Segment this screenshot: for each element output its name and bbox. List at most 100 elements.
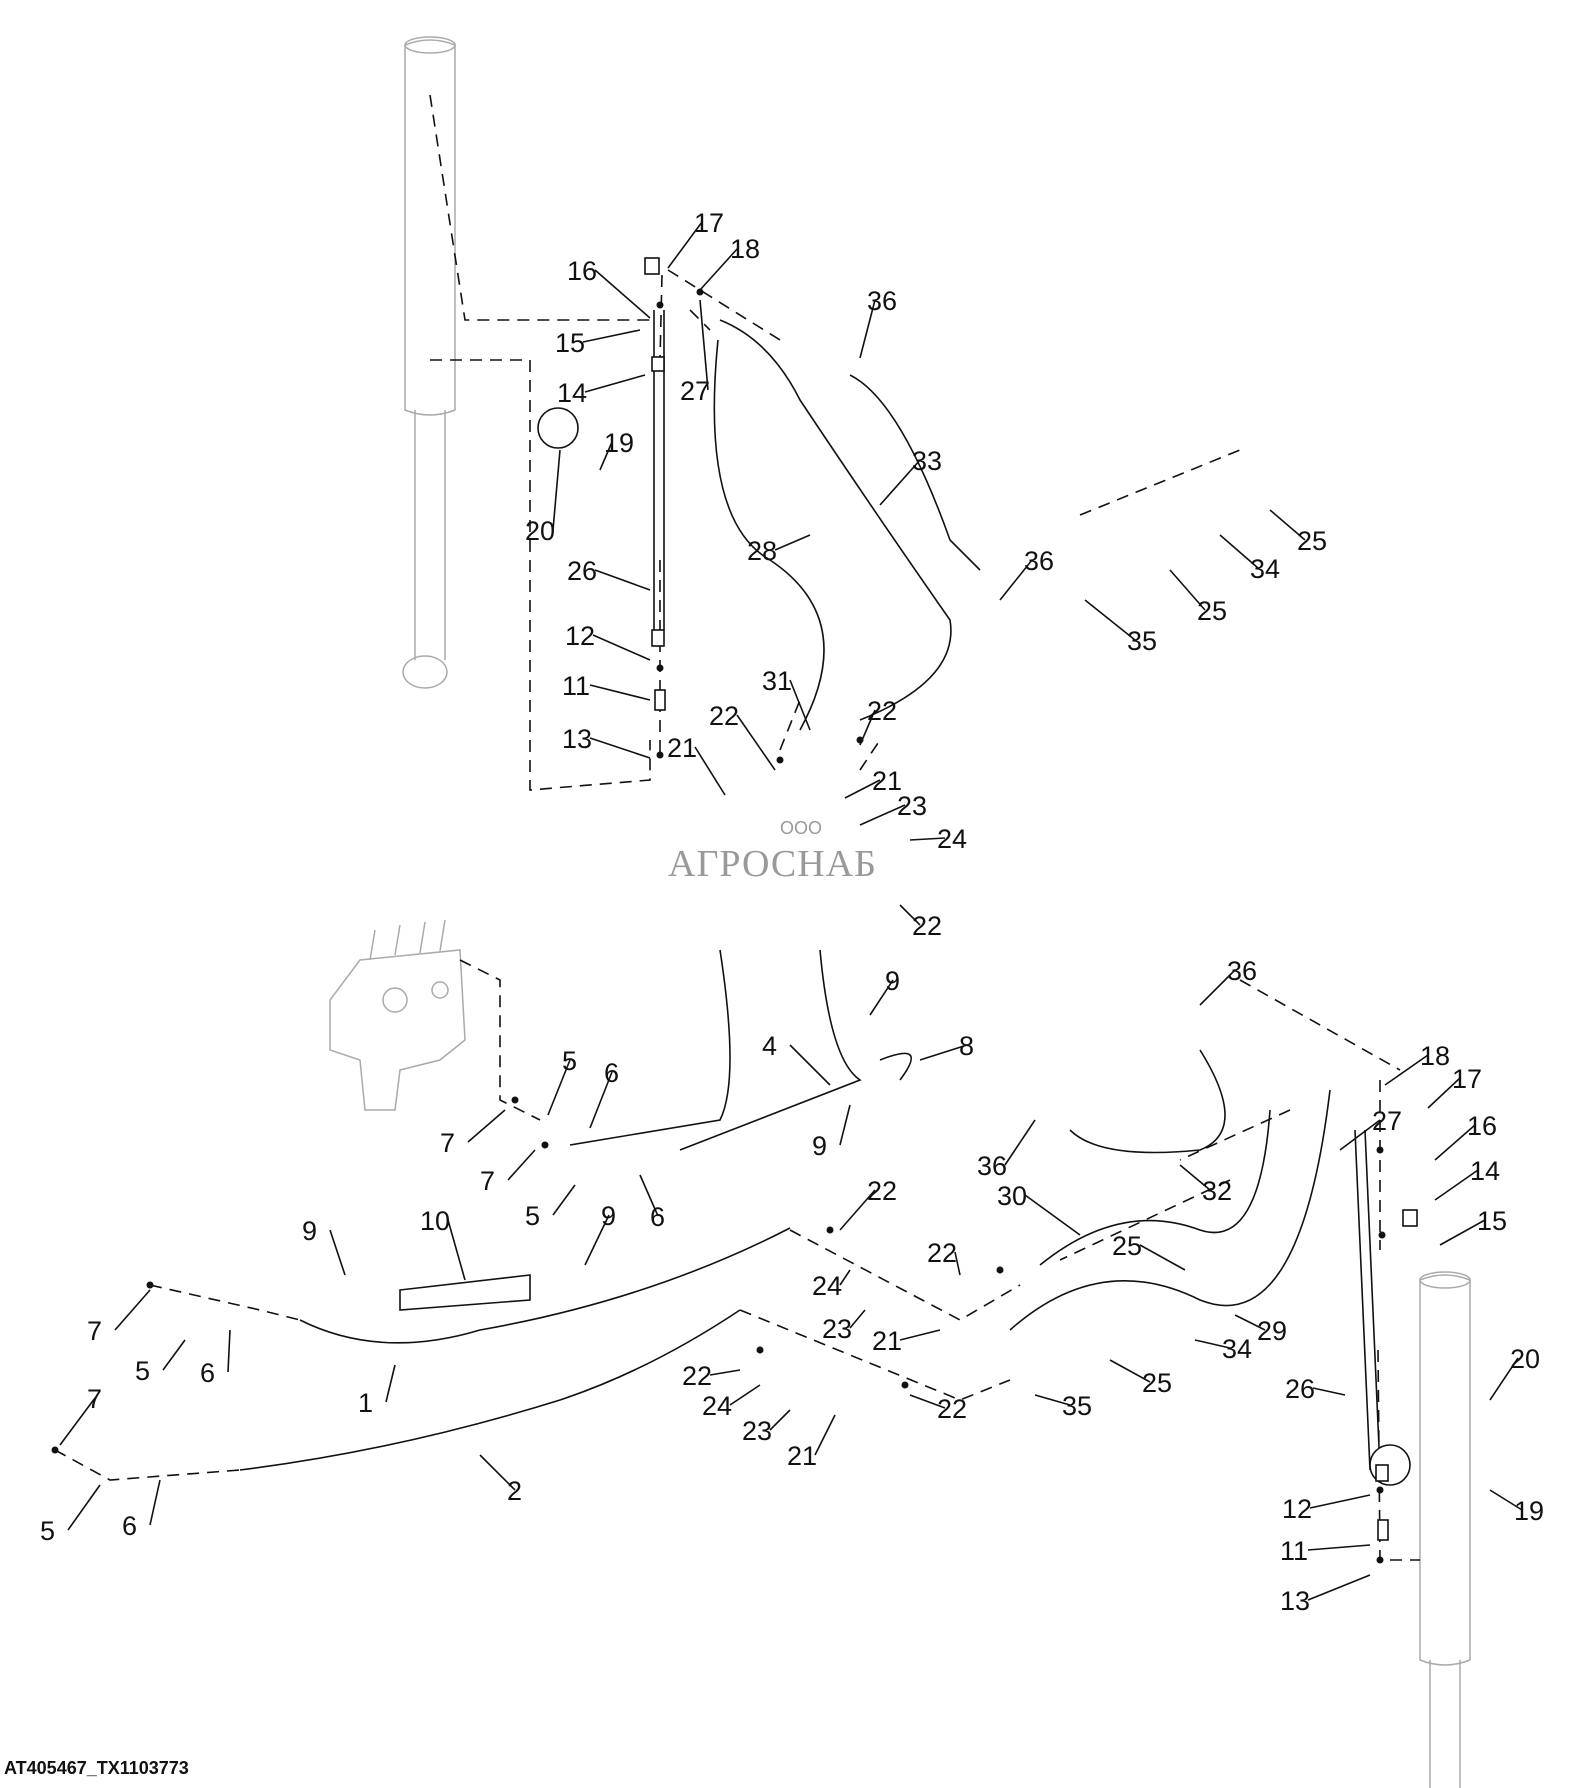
leader-line	[859, 709, 876, 746]
callout-26: 26	[567, 556, 651, 591]
callout-number: 19	[1514, 1496, 1544, 1526]
callout-21: 21	[787, 1414, 836, 1471]
callout-number: 16	[567, 256, 597, 286]
leader-line	[859, 804, 906, 826]
callout-6: 6	[589, 1058, 619, 1129]
callout-5: 5	[135, 1339, 186, 1386]
callout-20: 20	[525, 449, 561, 546]
callout-number: 16	[1467, 1111, 1497, 1141]
leader-line	[227, 1329, 231, 1373]
callout-number: 4	[762, 1031, 777, 1061]
callout-10: 10	[420, 1206, 466, 1281]
callout-35: 35	[1034, 1391, 1092, 1421]
hose-2	[239, 1309, 741, 1471]
callout-5: 5	[525, 1184, 576, 1231]
leader-line	[869, 979, 894, 1016]
callout-22: 22	[909, 1394, 967, 1424]
callout-16: 16	[1434, 1111, 1497, 1161]
leader-line	[789, 1044, 831, 1086]
callout-22: 22	[839, 1176, 897, 1231]
callout-number: 27	[680, 376, 710, 406]
callout-24: 24	[909, 824, 967, 854]
callout-number: 27	[1372, 1106, 1402, 1136]
callout-7: 7	[87, 1289, 151, 1346]
leader-line	[582, 329, 641, 343]
callout-number: 9	[885, 966, 900, 996]
callout-number: 25	[1142, 1368, 1172, 1398]
callout-number: 14	[557, 378, 587, 408]
callout-number: 21	[872, 1326, 902, 1356]
callout-9: 9	[302, 1216, 346, 1276]
hose-8	[879, 1052, 912, 1081]
assembly-paths	[54, 94, 1420, 1561]
callout-number: 36	[977, 1151, 1007, 1181]
leader-line	[909, 837, 946, 841]
left-hydraulic-cylinder	[402, 36, 456, 689]
callout-13: 13	[562, 724, 651, 759]
leader-line	[1384, 1054, 1429, 1086]
callout-number: 22	[912, 911, 942, 941]
callout-number: 6	[122, 1511, 137, 1541]
leader-line	[1034, 1394, 1071, 1406]
callout-number: 24	[702, 1391, 732, 1421]
leader-line	[589, 737, 651, 759]
callout-number: 31	[762, 666, 792, 696]
callout-number: 15	[555, 328, 585, 358]
callout-15: 15	[555, 328, 641, 358]
callout-33: 33	[879, 446, 942, 506]
callout-14: 14	[1434, 1156, 1500, 1201]
callout-9: 9	[584, 1201, 616, 1266]
leader-line	[769, 1409, 791, 1431]
hose-33	[849, 374, 981, 571]
leader-line	[592, 634, 651, 661]
callout-number: 7	[87, 1316, 102, 1346]
callout-32: 32	[1179, 1164, 1232, 1206]
callout-5: 5	[40, 1484, 101, 1546]
callout-number: 11	[1280, 1536, 1308, 1566]
callout-number: 2	[507, 1476, 522, 1506]
control-valve	[329, 919, 466, 1111]
callout-12: 12	[1282, 1494, 1371, 1524]
callout-number: 29	[1257, 1316, 1287, 1346]
callout-1: 1	[358, 1364, 396, 1418]
leader-line	[149, 1479, 161, 1526]
callout-26: 26	[1285, 1374, 1346, 1404]
callout-9: 9	[869, 966, 900, 1016]
hose-4	[569, 949, 731, 1146]
callout-number: 9	[601, 1201, 616, 1231]
leader-line	[552, 1184, 576, 1216]
hose-1	[299, 1227, 791, 1344]
leader-line	[1169, 569, 1206, 611]
leader-line	[1427, 1077, 1461, 1109]
leader-line	[162, 1339, 186, 1371]
callout-22: 22	[859, 696, 897, 746]
callout-11: 11	[1280, 1536, 1371, 1566]
callout-36: 36	[977, 1119, 1036, 1181]
callout-25: 25	[1169, 569, 1227, 626]
leader-line	[859, 299, 876, 359]
callout-number: 34	[1250, 554, 1280, 584]
callout-number: 6	[650, 1202, 665, 1232]
leader-line	[879, 459, 921, 506]
callout-number: 14	[1470, 1156, 1500, 1186]
leader-line	[839, 1104, 851, 1146]
callout-number: 6	[200, 1358, 215, 1388]
callout-16: 16	[567, 256, 651, 319]
callout-number: 5	[562, 1046, 577, 1076]
leader-line	[507, 1149, 536, 1181]
callout-number: 15	[1477, 1206, 1507, 1236]
leader-line	[736, 714, 776, 771]
callout-6: 6	[122, 1479, 161, 1541]
callout-34: 34	[1219, 534, 1280, 584]
callout-number: 22	[709, 701, 739, 731]
callout-number: 11	[562, 671, 590, 701]
callout-25: 25	[1269, 509, 1327, 556]
callout-number: 36	[1024, 546, 1054, 576]
leader-line	[774, 534, 811, 551]
leader-line	[639, 1174, 659, 1217]
leader-line	[329, 1229, 346, 1276]
callout-number: 5	[40, 1516, 55, 1546]
callout-number: 10	[420, 1206, 450, 1236]
callout-7: 7	[480, 1149, 536, 1196]
